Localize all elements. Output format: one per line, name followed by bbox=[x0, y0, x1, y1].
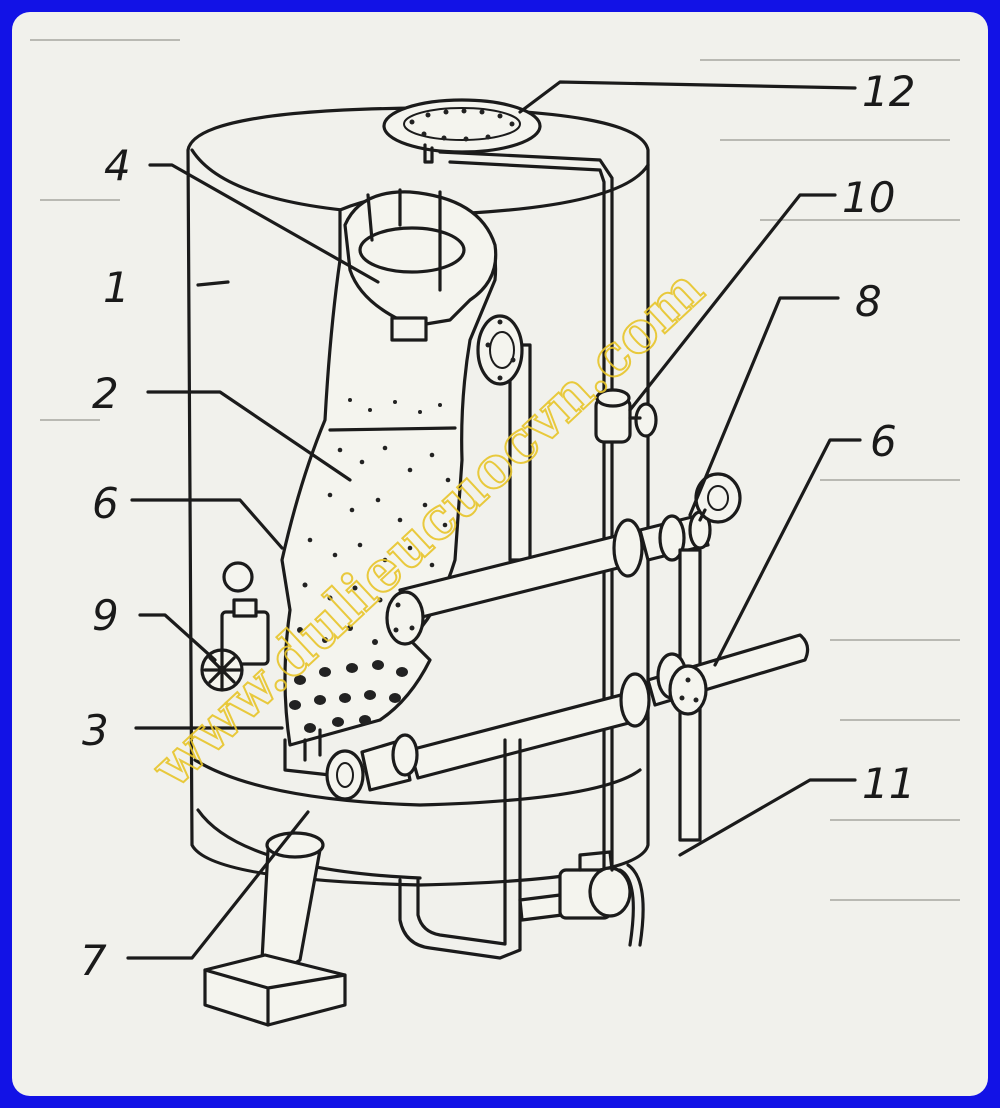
valve-10 bbox=[594, 388, 658, 444]
filter-tank-diagram: 1 2 3 4 6 6 7 8 9 10 11 12 www.dulieucuo… bbox=[30, 39, 960, 1027]
upper-horizontal-pipe bbox=[385, 472, 742, 646]
label-9: 9 bbox=[92, 591, 119, 640]
support-leg bbox=[203, 831, 347, 1027]
label-6-right: 6 bbox=[870, 417, 897, 466]
drain-pipe bbox=[398, 738, 564, 960]
label-1: 1 bbox=[103, 263, 130, 312]
label-2: 2 bbox=[92, 369, 119, 418]
leader-lines bbox=[126, 80, 862, 960]
label-3: 3 bbox=[82, 706, 109, 755]
bottom-outlet-flange bbox=[325, 733, 419, 801]
valve-9 bbox=[200, 561, 270, 692]
inlet-distributor-funnel bbox=[343, 188, 498, 342]
top-manhole-cover bbox=[382, 98, 542, 164]
label-11: 11 bbox=[862, 759, 915, 808]
label-7: 7 bbox=[80, 936, 107, 985]
label-4: 4 bbox=[104, 141, 131, 190]
label-8: 8 bbox=[855, 277, 882, 326]
lower-horizontal-pipe bbox=[408, 633, 810, 780]
inlet-pipe-vertical bbox=[476, 314, 532, 562]
callout-labels: 1 2 3 4 6 6 7 8 9 10 11 12 bbox=[80, 67, 915, 985]
label-10: 10 bbox=[842, 173, 895, 222]
label-12: 12 bbox=[862, 67, 915, 116]
background-show-through bbox=[30, 39, 960, 901]
diagram-frame: 1 2 3 4 6 6 7 8 9 10 11 12 www.dulieucuo… bbox=[12, 12, 988, 1096]
filter-media-gravel bbox=[289, 660, 408, 733]
label-6-left: 6 bbox=[92, 479, 119, 528]
filter-media-sand bbox=[297, 398, 451, 645]
valve-11 bbox=[558, 850, 645, 947]
